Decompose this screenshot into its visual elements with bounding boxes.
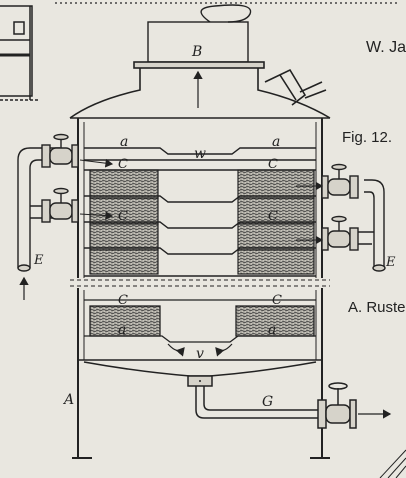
lower-tray [84,299,316,343]
break-lines [70,279,330,287]
label-C3-right: C [272,293,282,308]
label-C1-right: C [268,157,278,172]
label-C1-left: C [118,157,128,172]
label-v: v [196,346,204,362]
label-a-top-right: a [272,134,280,150]
label-C3-left: C [118,293,128,308]
label-a-top-left: a [120,134,128,150]
label-a-low-left: a [118,322,126,338]
page-corner [379,449,406,478]
label-E-left: E [33,253,44,268]
outlet-pipe [195,382,357,429]
flow-arrows [167,343,233,357]
caption-bottom-right: A. Ruste [348,299,406,316]
figure-caption: Fig. 12. [342,129,392,146]
tray-plates [84,169,316,277]
adjacent-figure-fragment [0,5,40,101]
label-a-low-right: a [268,322,276,338]
packing-layers [89,169,315,275]
vent-pipe [264,68,327,106]
label-C2-right: C [268,209,278,224]
label-B: B [191,44,202,60]
label-w: w [194,146,206,162]
outlet-arrows-right [296,181,324,245]
left-steam-pipe [17,133,79,272]
inlet-arrows [79,158,114,220]
label-A: A [62,392,74,408]
caption-top-right: W. Ja [366,39,406,56]
top-tray [84,147,316,161]
label-C2-left: C [118,209,128,224]
dome-lid [69,61,331,119]
collecting-funnel [78,359,322,387]
label-G: G [262,394,273,410]
right-steam-pipe [321,163,386,272]
label-E-right: E [385,255,396,270]
